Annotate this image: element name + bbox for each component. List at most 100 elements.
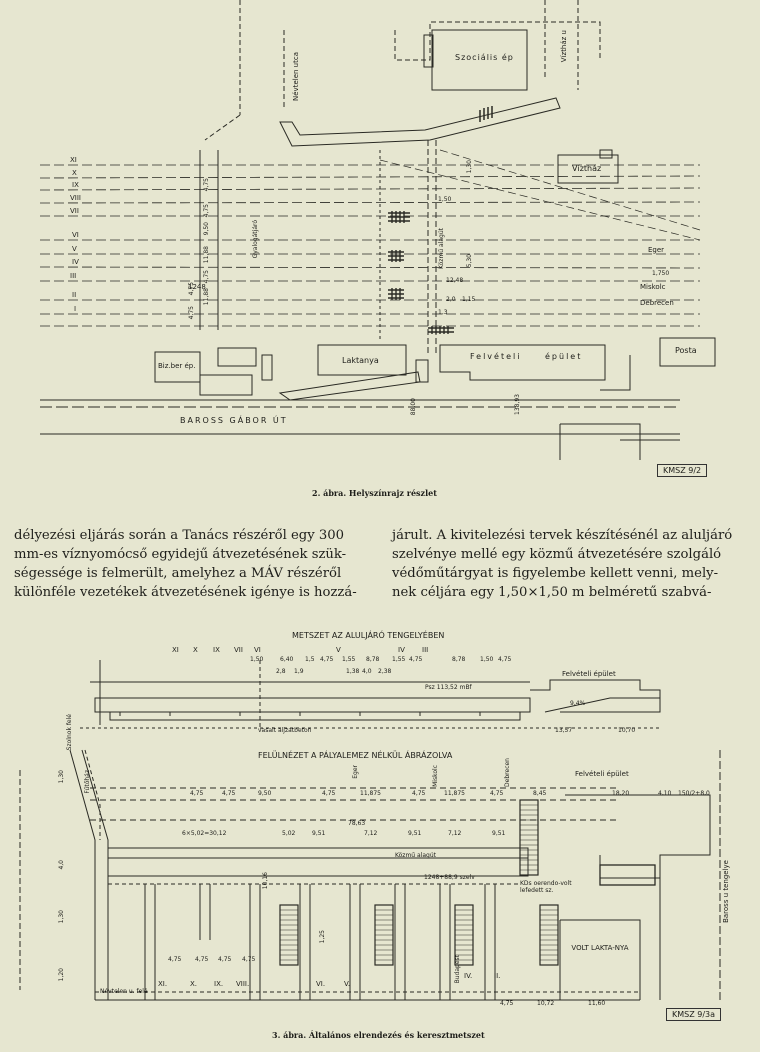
dim-label: 4,75	[188, 306, 195, 320]
plan-dim: 11,60	[588, 1000, 606, 1007]
label-szolnok: Szolnok felé	[66, 714, 73, 751]
plan-dim: 9,50	[258, 790, 272, 797]
plan-title: FELÜLNÉZET A PÁLYALEMEZ NÉLKÜL ÁBRÁZOLVA	[258, 751, 453, 760]
section-dim: 2,8	[276, 668, 286, 675]
plan-dim: 7,12	[448, 830, 462, 837]
section-dim: 8,78	[366, 656, 380, 663]
track-label: X.	[190, 980, 198, 988]
plan-dim: 150/2+8,0	[678, 790, 710, 797]
plan-dim: 9,51	[492, 830, 506, 837]
plan-dim: 11,875	[444, 790, 465, 797]
paragraph-line: mm-es víznyomócső egyidejű átvezetésének…	[14, 547, 347, 562]
track-label-viii: VIII	[70, 194, 81, 202]
section-dim: 8,78	[452, 656, 466, 663]
dim-label: 1,30	[466, 160, 473, 174]
track-label-i: I	[74, 305, 77, 313]
section-dim: 13,57	[555, 727, 573, 734]
dim-label: 1,15	[462, 296, 476, 303]
track-label-x: X	[72, 169, 77, 177]
plan-dim: 10,16	[262, 872, 269, 890]
plan-dim: 1,30	[58, 910, 65, 924]
plan-dim: 4,75	[412, 790, 426, 797]
label-laktanya: Laktanya	[342, 356, 379, 365]
plan-dim: 4,75	[500, 1000, 514, 1007]
plan-dim: 4,75	[322, 790, 336, 797]
track-label: V	[336, 646, 341, 654]
section-dim: 4,75	[498, 656, 512, 663]
dim-label: 5,30	[466, 254, 473, 268]
plan-dim: 4,10	[658, 790, 672, 797]
label-bizber: Biz.ber ép.	[158, 362, 196, 370]
label-nevtelen-utca: Névtelen utca	[292, 52, 300, 101]
label-miskolc: Miskolc	[432, 765, 439, 787]
label-eger: Eger	[352, 765, 359, 779]
track-label: IV	[398, 646, 405, 654]
label-debrecen: Debrecen	[504, 758, 511, 787]
track-label-vi: VI	[72, 231, 79, 239]
section-dim: 2,38	[378, 668, 392, 675]
plan-dim: 78,63	[348, 820, 366, 827]
section-dim: 9,4%	[570, 700, 586, 707]
plan-dim: 7,12	[364, 830, 378, 837]
label-baross-gabor-ut: BAROSS GÁBOR ÚT	[180, 416, 288, 425]
site-plan-figure	[39, 0, 716, 460]
plan-dim: 4,75	[195, 956, 209, 963]
plan-dim: 10,72	[537, 1000, 555, 1007]
label-vasalt-aljzatbeton: vasalt aljzatbeton	[258, 727, 312, 734]
track-label: XI	[172, 646, 179, 654]
plan-dim: 4,75	[168, 956, 182, 963]
label-szocialis: Szociális ép	[455, 53, 514, 62]
track-label: VII	[234, 646, 243, 654]
paragraph-line: védőműtárgyat is figyelembe kellett venn…	[392, 566, 719, 581]
section-dim: 1,55	[392, 656, 406, 663]
plan-dim: 9,51	[312, 830, 326, 837]
track-label: XI.	[158, 980, 168, 988]
section-dim: 4,75	[320, 656, 334, 663]
paragraph-line: járult. A kivitelezési tervek készítésén…	[392, 528, 733, 543]
plan-dim: 4,75	[190, 790, 204, 797]
figure3-stamp: KMSZ 9/3a	[666, 1008, 722, 1021]
dim-label: 4,75	[203, 204, 210, 218]
dim-label: 1,50	[438, 196, 452, 203]
label-vizhaz-utca: Víztház u	[560, 30, 568, 63]
plan-dim: 6×5,02=30,12	[182, 830, 227, 837]
plan-dim: 11,875	[360, 790, 381, 797]
paragraph-line: különféle vezetékek átvezetésének igénye…	[14, 585, 357, 600]
dim-label: 12,48	[446, 277, 464, 284]
label-kozmu-alagut: Közmű alagút	[438, 228, 445, 269]
track-label: IV.	[464, 972, 473, 980]
figure2-stamp: KMSZ 9/2	[657, 464, 708, 477]
label-eger: Eger	[648, 246, 665, 254]
plan-dim: 4,75	[490, 790, 504, 797]
label-felveteli-section: Felvételi épület	[562, 670, 616, 678]
track-label: VI	[254, 646, 261, 654]
label-kds: KDs oerendo-volt lefedett sz.	[520, 880, 572, 894]
section-dim: 1,50	[480, 656, 494, 663]
figure2-caption: 2. ábra. Helyszínrajz részlet	[312, 488, 437, 498]
dim-label: 11,88	[203, 246, 210, 264]
dim-label: 1248	[188, 283, 206, 291]
plan-dim: 1,25	[319, 930, 326, 944]
paragraph-line: ségessége is felmerült, amelyhez a MÁV r…	[14, 566, 342, 581]
layout-figure	[19, 660, 721, 1001]
label-miskolc: Miskolc	[640, 283, 666, 291]
section-title: METSZET AZ ALULJÁRÓ TENGELYÉBEN	[292, 631, 445, 640]
label-futohaz: Fűtőház	[84, 770, 91, 794]
dim-label: 1,3	[438, 309, 448, 316]
plan-dim: 4,75	[218, 956, 232, 963]
track-label: II.	[494, 972, 501, 980]
track-label-vii: VII	[70, 207, 79, 215]
track-label: IX	[213, 646, 220, 654]
track-label: X	[193, 646, 198, 654]
section-dim: 1,38	[346, 668, 360, 675]
dim-label: 9,50	[203, 222, 210, 236]
dim-label: 2,0	[446, 296, 456, 303]
label-baross-tengely: Baross u tengelye	[722, 860, 730, 923]
label-volt-laktanya: VOLT LAKTA-NYA	[571, 944, 629, 952]
plan-dim: 4,0	[58, 860, 65, 870]
track-label-v: V	[72, 245, 77, 253]
track-label-ii: II	[72, 291, 77, 299]
section-dim: 1,50	[250, 656, 264, 663]
paragraph-column-2: járult. A kivitelezési tervek készítésén…	[392, 526, 747, 602]
plan-dim: 9,51	[408, 830, 422, 837]
